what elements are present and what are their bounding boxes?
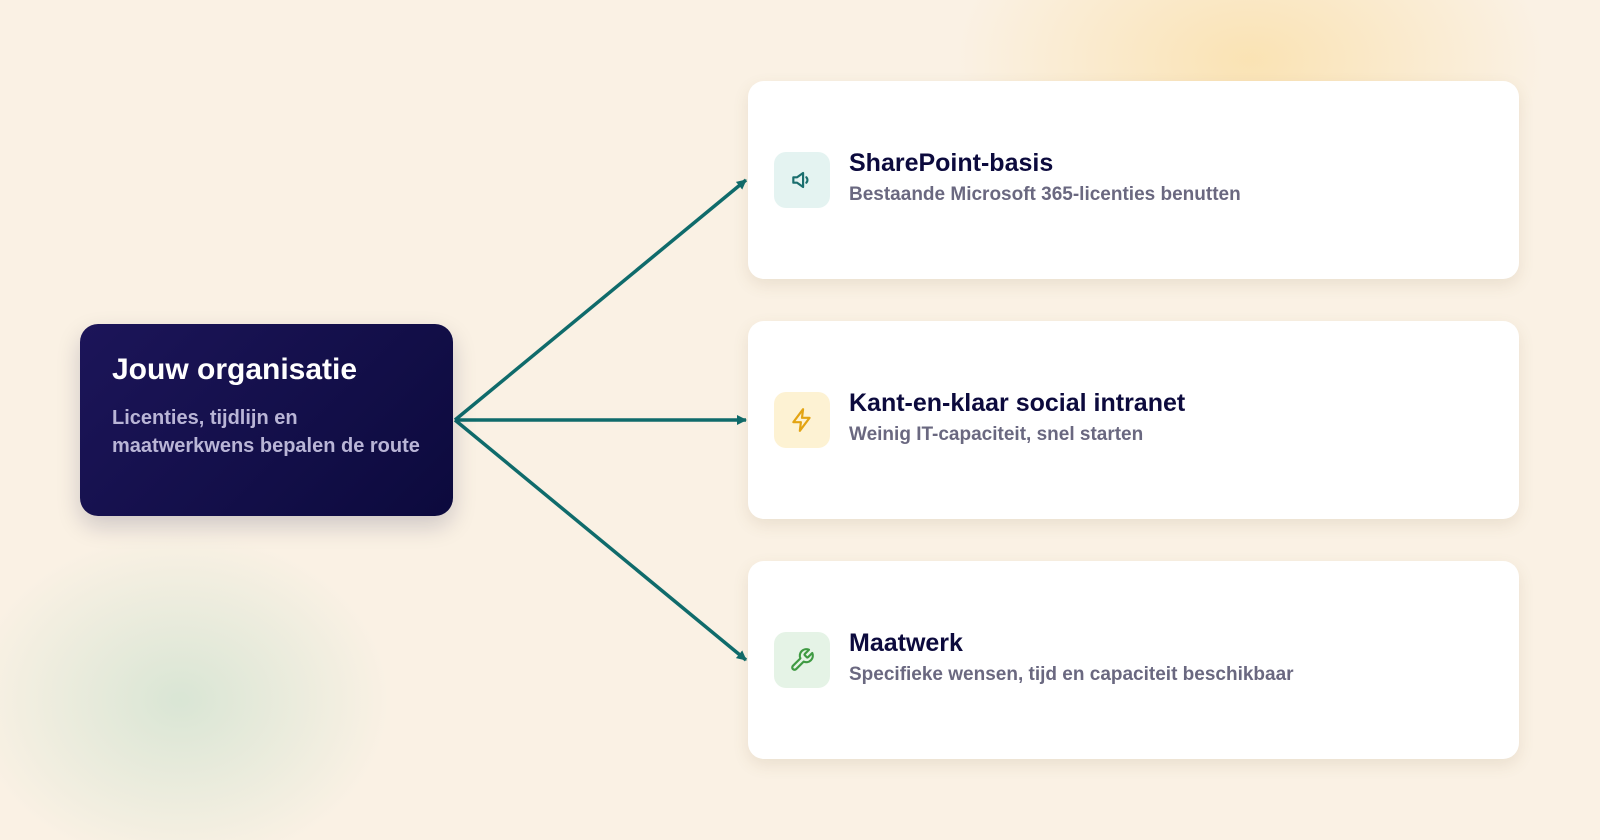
option-title: Kant-en-klaar social intranet (849, 389, 1186, 417)
option-title: Maatwerk (849, 629, 963, 657)
option-subtitle: Specifieke wensen, tijd en capaciteit be… (849, 664, 1294, 685)
option-card-social-intranet: Kant-en-klaar social intranet Weinig IT-… (748, 321, 1519, 519)
wrench-icon (774, 632, 830, 688)
option-card-maatwerk: Maatwerk Specifieke wensen, tijd en capa… (748, 561, 1519, 759)
megaphone-icon (774, 152, 830, 208)
organisation-title: Jouw organisatie (112, 353, 358, 386)
option-card-sharepoint: SharePoint-basis Bestaande Microsoft 365… (748, 81, 1519, 279)
organisation-subtitle: Licenties, tijdlijn en maatwerkwens bepa… (112, 407, 420, 457)
option-subtitle: Bestaande Microsoft 365-licenties benutt… (849, 184, 1241, 205)
lightning-icon (774, 392, 830, 448)
option-title: SharePoint-basis (849, 149, 1054, 177)
arrow-to-maatwerk (453, 418, 748, 662)
organisation-box: Jouw organisatie Licenties, tijdlijn en … (80, 324, 453, 516)
arrow-to-sharepoint (453, 178, 748, 422)
option-subtitle: Weinig IT-capaciteit, snel starten (849, 424, 1144, 445)
